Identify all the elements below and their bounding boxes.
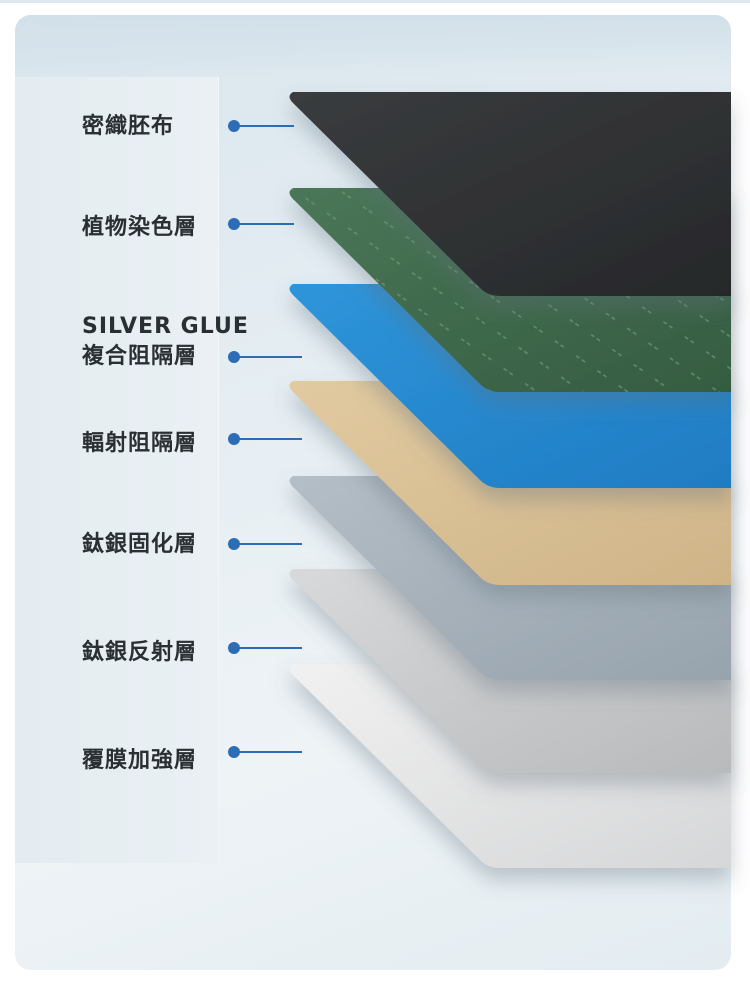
layer-7-label: 覆膜加強層 bbox=[82, 748, 198, 773]
layer-7-connector-line bbox=[238, 751, 302, 753]
layer-3-connector-dot bbox=[228, 351, 240, 363]
label-column bbox=[15, 77, 219, 863]
layer-4-connector-line bbox=[238, 438, 302, 440]
panel-top-band bbox=[15, 15, 731, 77]
layer-2-label: 植物染色層 bbox=[82, 215, 198, 240]
layer-5-label: 鈦銀固化層 bbox=[82, 532, 198, 557]
layer-4-connector-dot bbox=[228, 433, 240, 445]
top-divider bbox=[0, 0, 750, 3]
layer-2-connector-dot bbox=[228, 218, 240, 230]
layer-6-connector-dot bbox=[228, 642, 240, 654]
layer-3-label-line1: SILVER GLUE bbox=[82, 314, 249, 339]
layer-3-connector-line bbox=[238, 356, 302, 358]
layer-5-connector-dot bbox=[228, 538, 240, 550]
layer-4-label: 輻射阻隔層 bbox=[82, 431, 198, 456]
layer-6-label: 鈦銀反射層 bbox=[82, 640, 198, 665]
layer-1-connector-dot bbox=[228, 120, 240, 132]
layer-5-connector-line bbox=[238, 543, 302, 545]
layer-3-label-line2: 複合阻隔層 bbox=[82, 344, 198, 369]
layer-3-label: SILVER GLUE 複合阻隔層 bbox=[82, 312, 249, 372]
layer-1-label: 密織胚布 bbox=[82, 114, 175, 139]
layer-7-connector-dot bbox=[228, 746, 240, 758]
layer-1-connector-line bbox=[238, 125, 294, 127]
layer-1-sheet bbox=[289, 92, 731, 296]
layer-6-connector-line bbox=[238, 647, 302, 649]
layer-2-connector-line bbox=[238, 223, 294, 225]
